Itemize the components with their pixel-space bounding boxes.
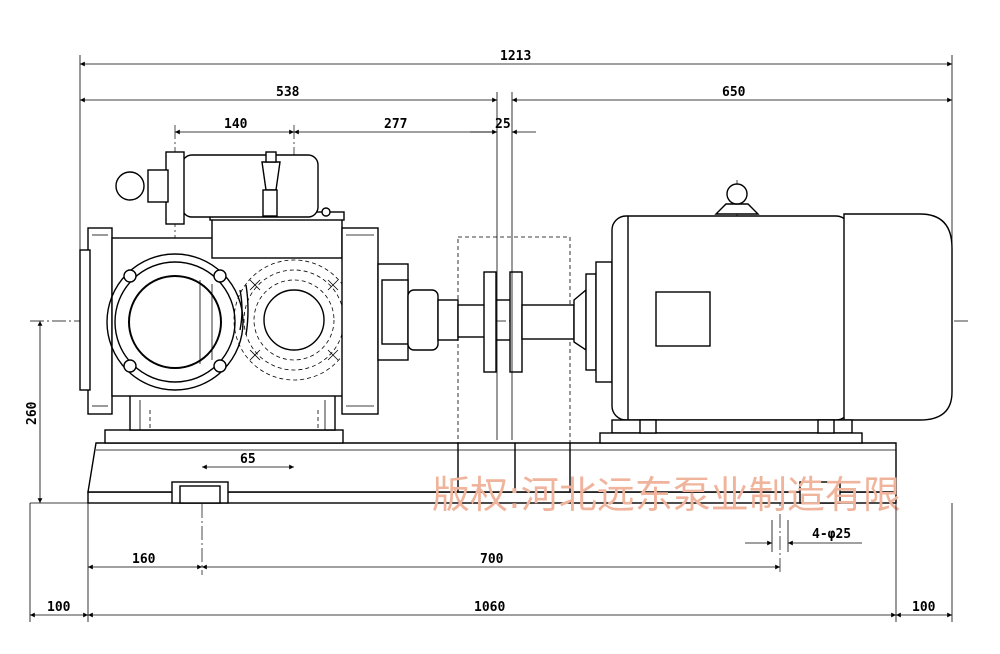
dim-base-length: 1060	[474, 600, 505, 615]
dimension-lines	[29, 55, 953, 622]
dim-overall-length: 1213	[500, 49, 531, 64]
electric-motor	[521, 183, 953, 444]
dim-foot-offset: 65	[240, 452, 256, 467]
dim-right-margin: 100	[912, 600, 936, 615]
dim-pump-length: 538	[276, 85, 300, 100]
dim-bolt-holes: 4-φ25	[812, 527, 851, 542]
watermark-text: 版权:河北远东泵业制造有限	[432, 473, 901, 517]
dim-left-margin: 100	[47, 600, 71, 615]
dim-bolt-span: 700	[480, 552, 504, 567]
dim-pump-body: 277	[384, 117, 407, 132]
bolt-crosses	[249, 279, 339, 361]
dim-base-left: 160	[132, 552, 156, 567]
base-frame	[87, 442, 897, 504]
dim-center-height: 260	[25, 401, 40, 425]
dim-motor-length: 650	[722, 85, 746, 100]
screw-pump	[79, 151, 495, 444]
coupling	[457, 236, 571, 444]
dim-flange-offset: 140	[224, 117, 248, 132]
dim-coupling-gap: 25	[495, 117, 511, 132]
